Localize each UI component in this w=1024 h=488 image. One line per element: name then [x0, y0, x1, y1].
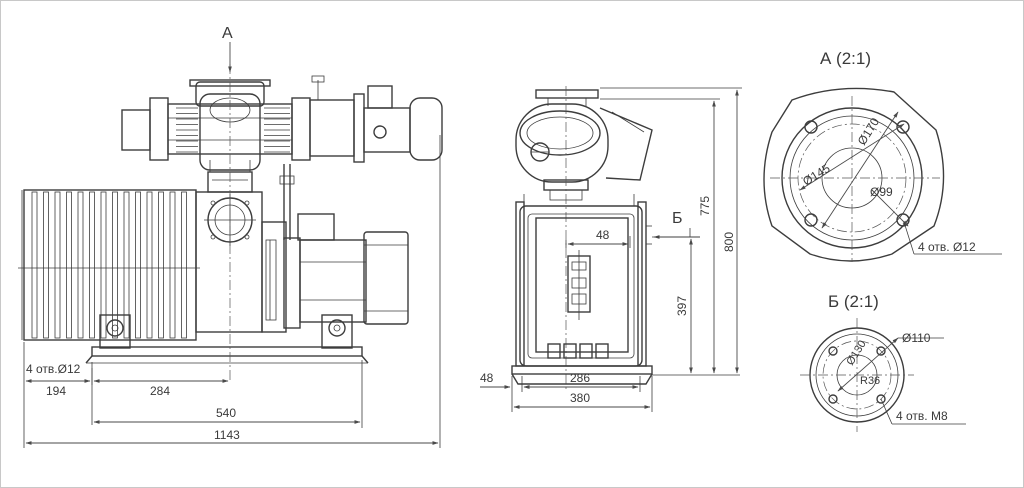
cooling-rib [89, 191, 95, 339]
cooling-rib [135, 191, 141, 339]
booster-ribs [176, 107, 290, 153]
inlet-volute [515, 89, 653, 201]
cooling-rib [123, 191, 130, 339]
cooling-rib [54, 191, 61, 339]
detail-a-title: А (2:1) [820, 49, 871, 68]
section-b-label: Б [672, 210, 683, 227]
dim-side-48-label: 48 [596, 228, 610, 242]
dim-1143-label: 1143 [214, 428, 240, 442]
dim-800: 800 [600, 87, 742, 374]
cooling-rib [43, 191, 49, 339]
cooling-rib [169, 191, 176, 339]
dim-side-48b-label: 48 [480, 371, 494, 385]
motor [297, 213, 409, 325]
detail-b-r36: R36 [860, 375, 880, 387]
base-frame [85, 314, 369, 364]
dim-194: 194 [23, 342, 93, 448]
dim-284-label: 284 [150, 384, 170, 398]
cooling-rib [100, 191, 107, 339]
dim-540: 540 [93, 360, 363, 428]
dim-775: 775 [600, 98, 720, 374]
dim-397-label: 397 [675, 296, 689, 316]
cooling-rib [112, 191, 118, 339]
detail-b-title: Б (2:1) [828, 292, 879, 311]
cooling-rib [31, 191, 38, 339]
dim-1143: 1143 [25, 135, 441, 448]
dim-380-label: 380 [570, 391, 590, 405]
detail-b-holes-note: 4 отв. M8 [896, 409, 948, 423]
dim-side-48: 48 [565, 228, 631, 248]
dim-540-label: 540 [216, 406, 236, 420]
front-view: A 4 отв.Ø12 194 284 540 1143 [18, 25, 443, 448]
cooling-rib [66, 191, 72, 339]
detail-b-d130: Ø130 [844, 338, 868, 367]
cooling-rib [77, 191, 84, 339]
detail-a-d99: Ø99 [870, 185, 893, 199]
detail-b-d110: Ø110 [902, 331, 931, 345]
cooling-rib [181, 191, 187, 339]
section-b-marker: Б [653, 210, 700, 239]
cooling-rib [158, 191, 164, 339]
view-a-label: A [222, 25, 233, 42]
dim-side-bottom: 48 286 380 [480, 371, 653, 412]
dim-194-label: 194 [46, 384, 66, 398]
dim-397: 397 [652, 236, 740, 376]
side-body [511, 194, 653, 385]
dim-286-label: 286 [570, 371, 590, 385]
detail-a-d145: Ø145 [800, 161, 833, 189]
dim-800-label: 800 [722, 232, 736, 252]
finned-housing [18, 189, 200, 341]
detail-a-holes-note: 4 отв. Ø12 [918, 240, 976, 254]
detail-a: А (2:1) Ø170 Ø145 Ø99 4 отв. Ø12 [763, 49, 1002, 262]
cooling-rib [146, 191, 153, 339]
detail-b: Б (2:1) Ø110 Ø130 R36 4 отв. M8 [800, 292, 966, 432]
dim-775-label: 775 [698, 196, 712, 216]
front-holes-note: 4 отв.Ø12 [26, 362, 81, 376]
dim-284: 284 [93, 379, 229, 398]
side-view: 48 Б 397 775 800 [480, 86, 742, 412]
